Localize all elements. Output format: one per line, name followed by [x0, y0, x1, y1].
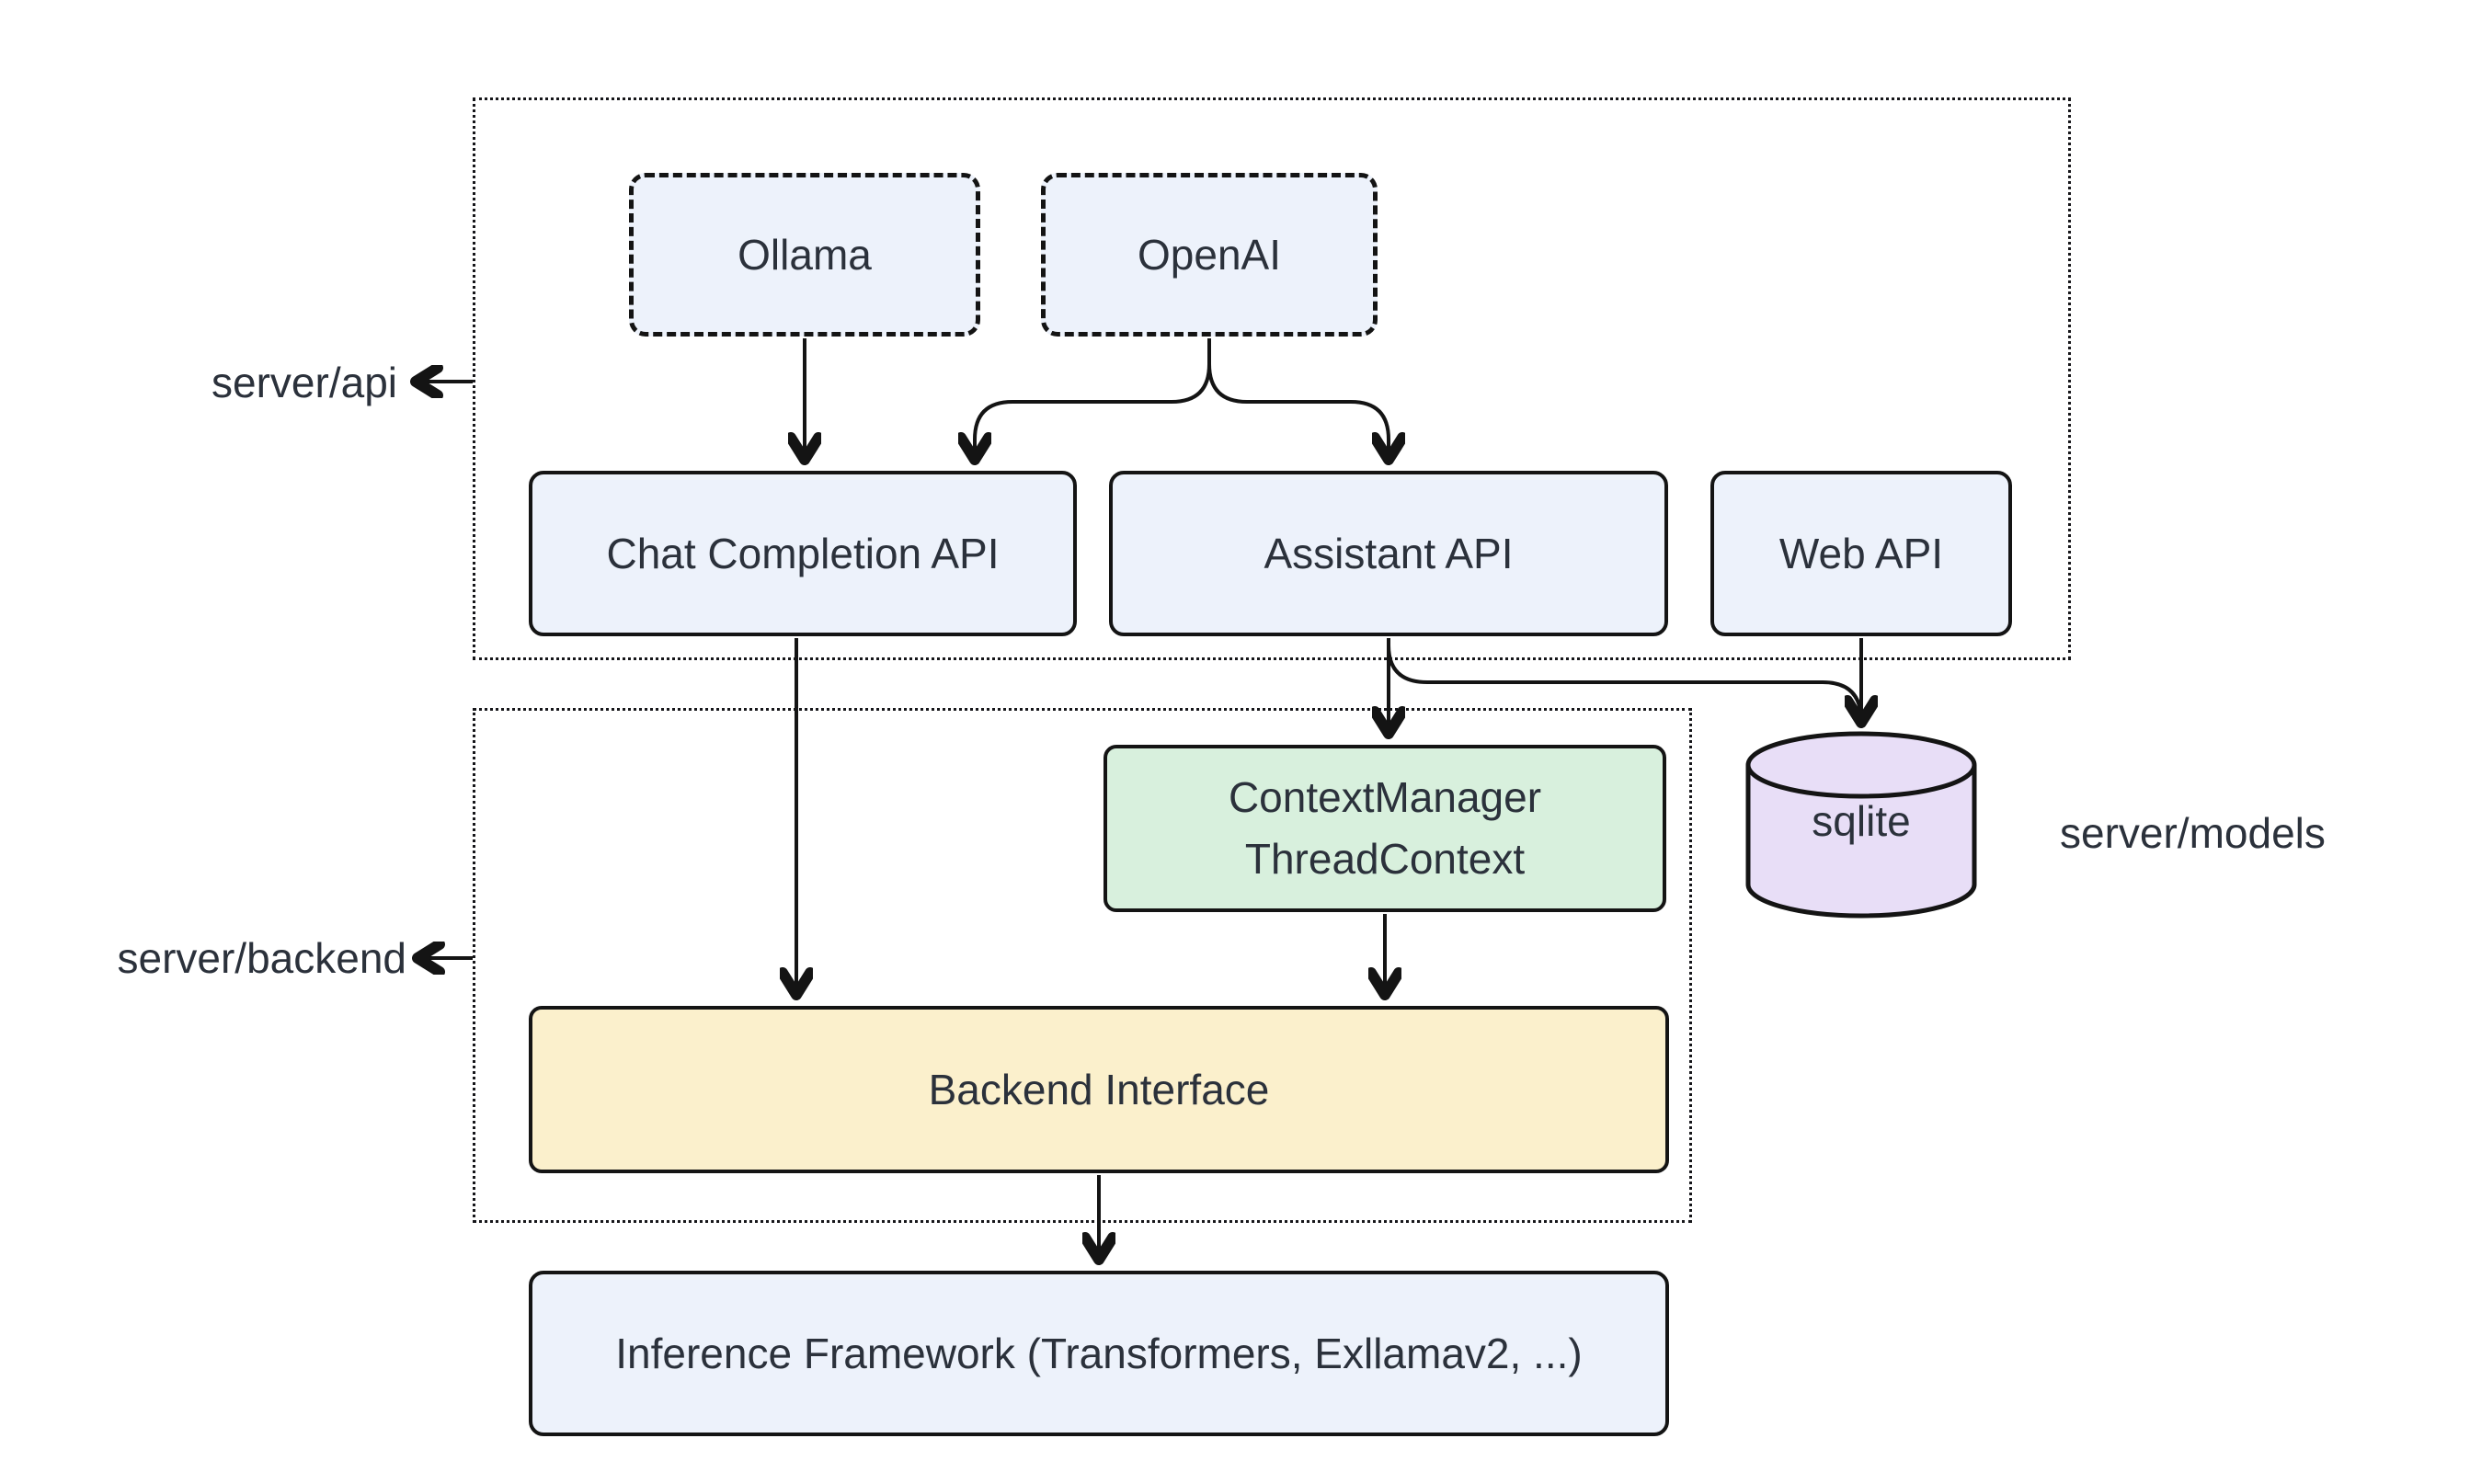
server-models-label: server/models: [2060, 809, 2326, 857]
node-assistant-api: Assistant API: [1109, 471, 1668, 636]
database-cylinder-icon: [1745, 731, 1977, 919]
node-chat-completion-api: Chat Completion API: [529, 471, 1077, 636]
node-openai: OpenAI: [1041, 173, 1378, 337]
node-web-api-label: Web API: [1778, 529, 1944, 577]
node-ollama-label: Ollama: [738, 230, 872, 279]
node-sqlite-database: sqlite: [1742, 728, 1981, 923]
node-openai-label: OpenAI: [1138, 230, 1281, 279]
node-context-manager: ContextManager ThreadContext: [1103, 745, 1666, 912]
edge-openai-to-assistant: [1207, 338, 1389, 460]
node-sqlite-label: sqlite: [1812, 797, 1911, 845]
node-ollama: Ollama: [629, 173, 980, 337]
node-context-manager-line2: ThreadContext: [1244, 835, 1526, 883]
edge-openai-to-chat-completion: [975, 338, 1211, 460]
node-backend-interface-label: Backend Interface: [928, 1065, 1270, 1113]
node-backend-interface: Backend Interface: [529, 1006, 1669, 1173]
node-context-manager-line1: ContextManager: [1228, 773, 1542, 822]
server-backend-group: [473, 708, 1692, 1223]
node-assistant-api-label: Assistant API: [1264, 529, 1514, 577]
node-inference-framework: Inference Framework (Transformers, Exlla…: [529, 1271, 1669, 1436]
node-inference-framework-label: Inference Framework (Transformers, Exlla…: [615, 1329, 1583, 1377]
server-api-label: server/api: [212, 359, 397, 406]
node-chat-completion-api-label: Chat Completion API: [606, 529, 1000, 577]
edge-assistant-to-sqlite: [1387, 645, 1863, 722]
node-web-api: Web API: [1710, 471, 2012, 636]
server-backend-label: server/backend: [117, 934, 407, 982]
server-api-group: [473, 97, 2071, 660]
